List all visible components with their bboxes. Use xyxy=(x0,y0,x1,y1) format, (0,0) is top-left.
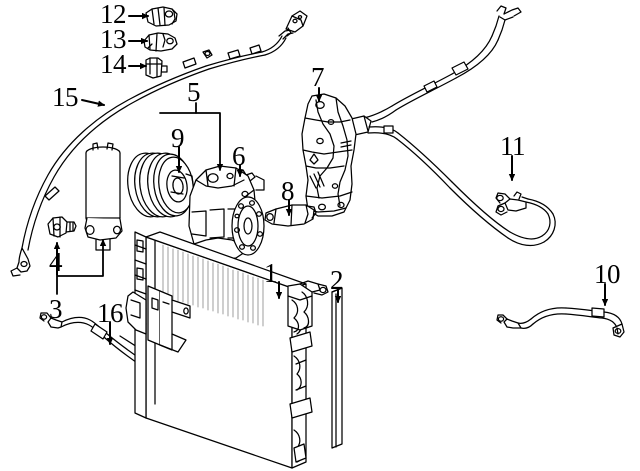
part-compressor-bracket xyxy=(301,93,357,217)
part-pressure-switch xyxy=(47,216,77,238)
callout-10: 10 xyxy=(594,259,621,289)
callout-5: 5 xyxy=(187,77,201,107)
callout-3: 3 xyxy=(49,294,63,324)
callout-6: 6 xyxy=(232,141,246,171)
callout-8: 8 xyxy=(281,176,295,206)
part-liquid-line-hose xyxy=(496,307,625,338)
callout-4: 4 xyxy=(49,247,63,277)
callout-16: 16 xyxy=(97,298,124,328)
part-support-rod xyxy=(264,204,317,227)
part-hose-clamp-a xyxy=(145,6,178,27)
part-receiver-drier xyxy=(84,142,123,251)
callout-15: 15 xyxy=(52,82,79,112)
part-suction-hose xyxy=(10,10,308,277)
callout-14: 14 xyxy=(100,49,127,79)
callout-13: 13 xyxy=(100,24,127,54)
part-condenser-core xyxy=(125,231,329,469)
part-condenser-side-seal xyxy=(331,287,343,449)
part-clutch-pulley xyxy=(127,152,194,218)
callout-11: 11 xyxy=(500,131,526,161)
callout-2: 2 xyxy=(330,265,344,295)
part-hose-clip xyxy=(145,57,168,79)
callout-1: 1 xyxy=(264,258,278,288)
callout-12: 12 xyxy=(100,0,127,29)
part-hose-clamp-b xyxy=(143,32,178,52)
callout-9: 9 xyxy=(171,123,185,153)
callout-7: 7 xyxy=(311,62,325,92)
part-discharge-hose xyxy=(342,5,556,247)
